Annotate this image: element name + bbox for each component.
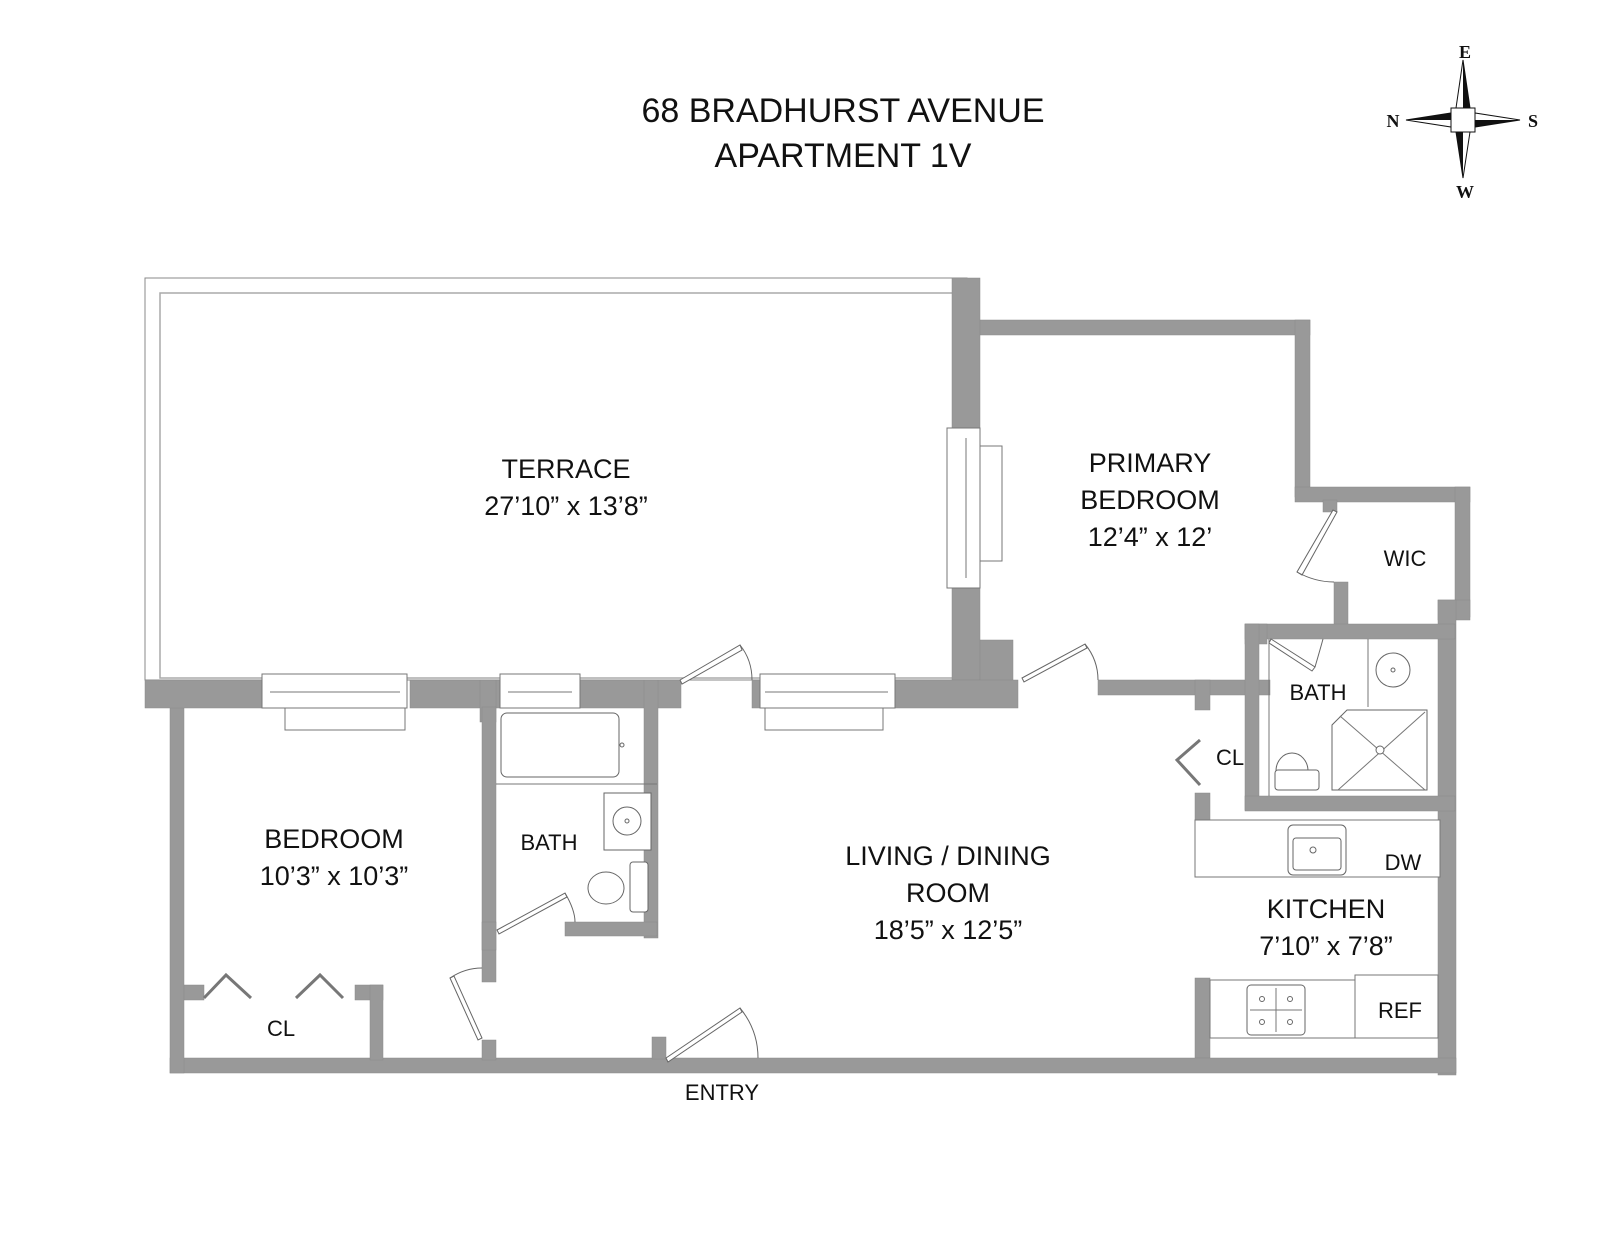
- terrace-name: TERRACE: [501, 454, 630, 484]
- refrigerator-label: REF: [1378, 998, 1422, 1023]
- kitchen-name: KITCHEN: [1267, 894, 1386, 924]
- compass-north: N: [1387, 111, 1400, 131]
- primary-bedroom-name-1: PRIMARY: [1089, 448, 1212, 478]
- fixtures: [496, 639, 1441, 1039]
- primary-bedroom-dims: 12’4” x 12’: [1088, 522, 1213, 552]
- address-line: 68 BRADHURST AVENUE: [641, 92, 1044, 130]
- bedroom-dims: 10’3” x 10’3”: [260, 861, 409, 891]
- bath-label: BATH: [520, 830, 577, 855]
- dishwasher-label: DW: [1385, 850, 1422, 875]
- refrigerator: [1354, 974, 1439, 1039]
- bedroom-name: BEDROOM: [264, 824, 404, 854]
- entry-label: ENTRY: [685, 1080, 759, 1105]
- living-name-2: ROOM: [906, 878, 990, 908]
- kitchen-dims: 7’10” x 7’8”: [1259, 931, 1393, 961]
- compass-rose-icon: E W N S: [1387, 42, 1539, 202]
- terrace-dims: 27’10” x 13’8”: [484, 491, 648, 521]
- compass-west: W: [1456, 182, 1474, 202]
- compass-south: S: [1528, 111, 1538, 131]
- hall-closet-label: CL: [1216, 745, 1244, 770]
- bathtub-icon: [500, 712, 620, 778]
- toilet-icon: [587, 871, 625, 905]
- plan-title: 68 BRADHURST AVENUE APARTMENT 1V: [641, 92, 1044, 175]
- wic-label: WIC: [1384, 546, 1427, 571]
- primary-bedroom-name-2: BEDROOM: [1080, 485, 1220, 515]
- doors: [202, 509, 1338, 1063]
- windows: [261, 427, 1003, 731]
- compass-east: E: [1459, 42, 1471, 62]
- primary-bath-label: BATH: [1289, 680, 1346, 705]
- unit-line: APARTMENT 1V: [715, 137, 972, 175]
- living-name-1: LIVING / DINING: [845, 841, 1051, 871]
- living-dims: 18’5” x 12’5”: [874, 915, 1023, 945]
- room-labels: TERRACE 27’10” x 13’8” PRIMARY BEDROOM 1…: [260, 448, 1427, 1105]
- bedroom-closet-label: CL: [267, 1016, 295, 1041]
- walls: [144, 277, 1471, 1076]
